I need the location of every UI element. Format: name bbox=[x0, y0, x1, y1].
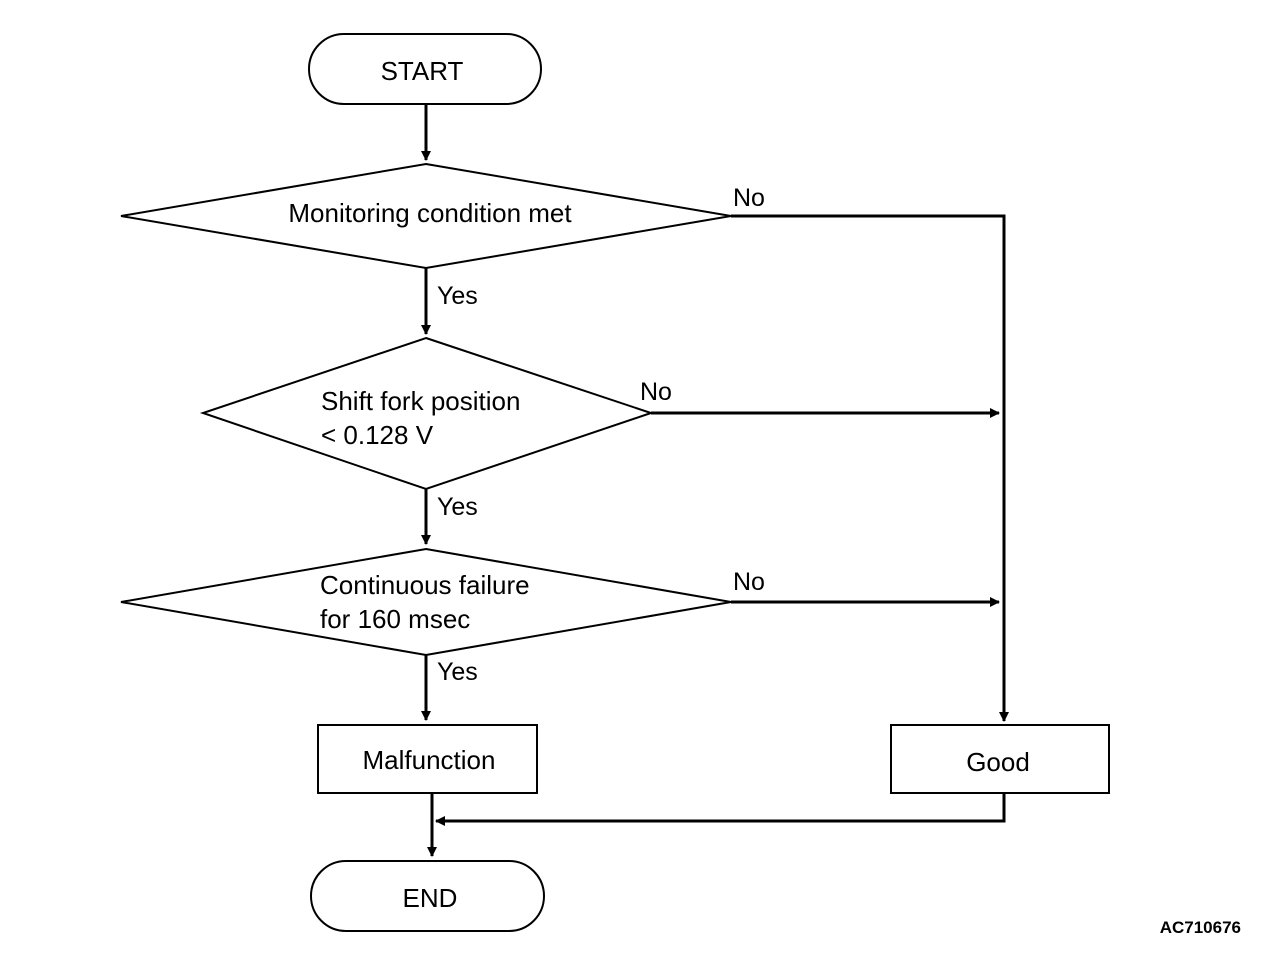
decision-shift-fork-position: Shift fork position < 0.128 V bbox=[199, 336, 655, 491]
good-box: Good bbox=[890, 724, 1110, 794]
malfunction-label: Malfunction bbox=[363, 745, 496, 775]
decision-3-yes-label: Yes bbox=[437, 658, 478, 686]
decision-1-yes-label: Yes bbox=[437, 282, 478, 310]
decision-3-label-line-1: Continuous failure bbox=[320, 570, 530, 600]
decision-1-label: Monitoring condition met bbox=[288, 198, 572, 228]
decision-2-label-line-1: Shift fork position bbox=[321, 386, 520, 416]
end-terminal: END bbox=[310, 860, 545, 932]
arrow-decision-1-no-to-good bbox=[731, 214, 1009, 722]
malfunction-box: Malfunction bbox=[317, 724, 538, 794]
start-label: START bbox=[381, 56, 464, 86]
start-terminal: START bbox=[308, 33, 542, 105]
decision-2-yes-label: Yes bbox=[437, 493, 478, 521]
decision-3-no-label: No bbox=[733, 568, 765, 596]
decision-continuous-failure: Continuous failure for 160 msec bbox=[120, 547, 732, 657]
end-label: END bbox=[403, 883, 458, 913]
decision-3-label-line-2: for 160 msec bbox=[320, 604, 470, 634]
arrow-good-to-end bbox=[435, 793, 1006, 826]
decision-1-no-label: No bbox=[733, 184, 765, 212]
decision-monitoring-condition: Monitoring condition met bbox=[120, 162, 732, 270]
good-label: Good bbox=[966, 747, 1030, 777]
figure-code: AC710676 bbox=[1160, 918, 1241, 937]
decision-2-no-label: No bbox=[640, 378, 672, 406]
decision-2-label-line-2: < 0.128 V bbox=[321, 420, 434, 450]
